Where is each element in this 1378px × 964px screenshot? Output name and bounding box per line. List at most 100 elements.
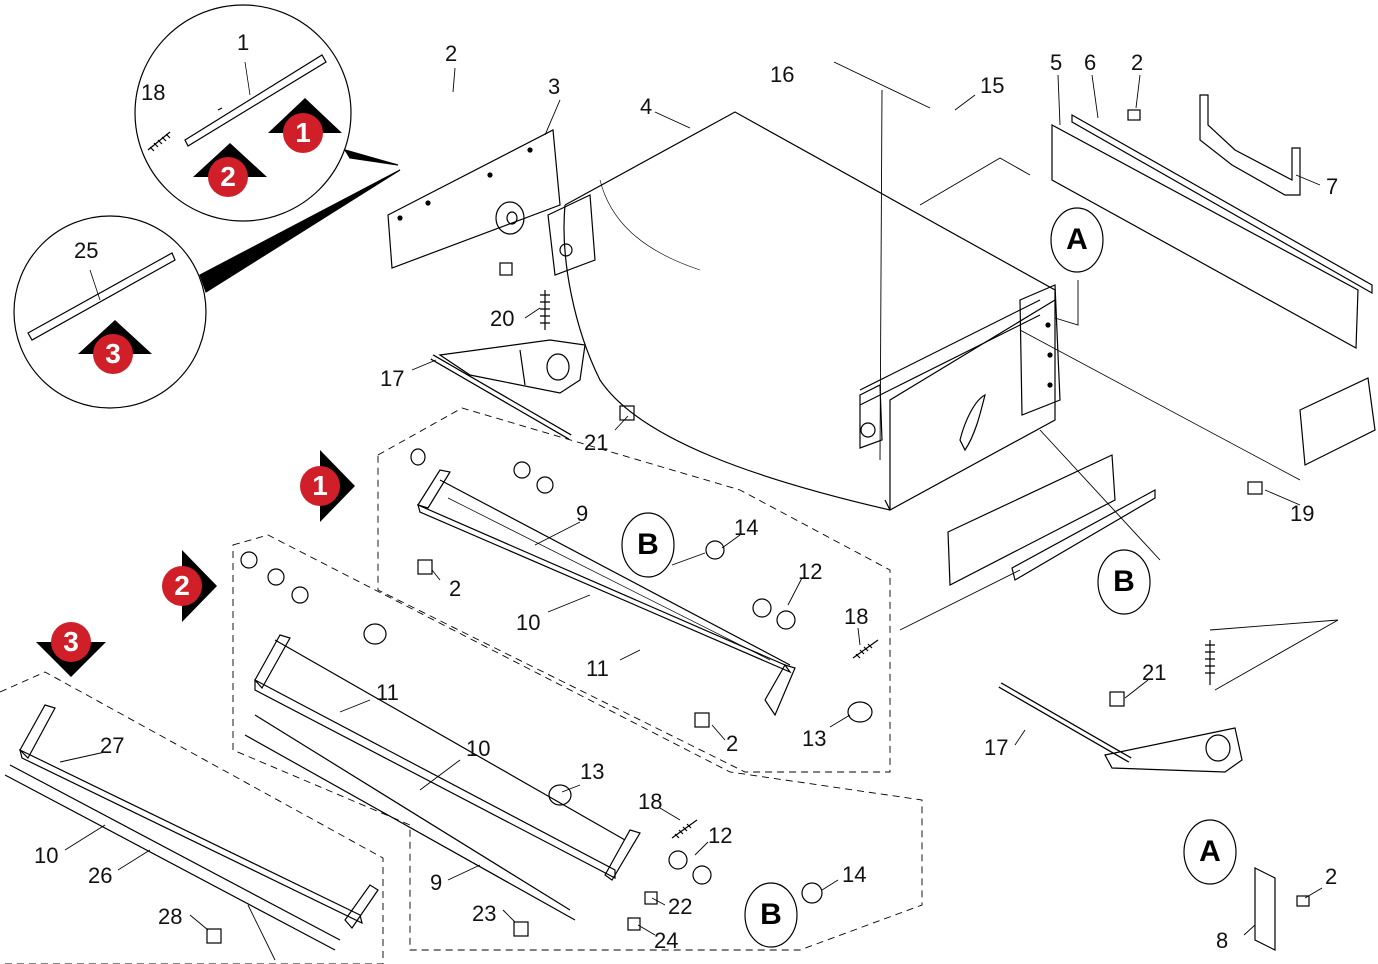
screw-2-group1 — [417, 559, 433, 575]
lever-assembly-lower — [998, 682, 1243, 773]
detail-letter-B-group2: B — [760, 898, 782, 931]
tray-right — [1299, 377, 1376, 466]
callout-2-top: 2 — [445, 41, 458, 66]
callout-15: 15 — [980, 73, 1005, 98]
callout-8: 8 — [1216, 928, 1229, 953]
callout-20: 20 — [490, 306, 515, 331]
lever-assembly-upper — [430, 339, 635, 440]
detail-circle-A-lower — [1183, 819, 1237, 885]
screw-19 — [1247, 481, 1263, 495]
bracket-part-7 — [1199, 94, 1301, 196]
callout-21-upper: 21 — [584, 430, 609, 455]
screw-left — [499, 262, 513, 276]
callout-14-group1: 14 — [734, 515, 759, 540]
callout-18-group1: 18 — [844, 604, 869, 629]
step-marker-1-right — [300, 450, 355, 522]
pointer-wedge-left — [199, 169, 401, 293]
detail-circle-B-group1 — [621, 512, 675, 578]
callout-18-group2: 18 — [638, 789, 663, 814]
screw-upper-right — [1127, 109, 1141, 121]
panel-part-5 — [1051, 123, 1359, 349]
wiper-assembly-3 — [4, 704, 379, 951]
detail-circle-B-group2 — [744, 882, 798, 948]
callout-2-group1b: 2 — [726, 731, 739, 756]
callout-10-group1: 10 — [516, 610, 541, 635]
detail-letter-A-lower: A — [1199, 835, 1221, 868]
spring-lower-right — [1205, 640, 1215, 685]
wiper-assembly-2 — [244, 634, 641, 921]
callout-9-group1: 9 — [576, 501, 589, 526]
step-marker-3-down — [36, 622, 106, 677]
step-marker-2-right — [162, 550, 217, 622]
callout-7: 7 — [1326, 174, 1339, 199]
step-marker-3-down-label: 3 — [63, 626, 79, 657]
spring-20 — [540, 290, 550, 330]
callout-17-lower: 17 — [984, 735, 1009, 760]
dashed-group-1 — [377, 407, 891, 773]
callout-18-detail: 18 — [141, 80, 166, 105]
bearing-left — [495, 201, 525, 235]
dashed-group-3 — [0, 671, 384, 964]
callout-10-group3: 10 — [34, 843, 59, 868]
callout-23: 23 — [472, 901, 497, 926]
step-marker-1-up-label: 1 — [295, 117, 311, 148]
callout-3: 3 — [548, 74, 561, 99]
step-marker-2-right-label: 2 — [174, 570, 190, 601]
step-marker-3-up — [78, 320, 152, 374]
callout-1: 1 — [237, 30, 250, 55]
callout-19: 19 — [1290, 501, 1315, 526]
step-marker-3-up-label: 3 — [105, 338, 121, 369]
callout-10-group2: 10 — [466, 736, 491, 761]
callout-6: 6 — [1084, 50, 1097, 75]
strip-part-1 — [184, 54, 327, 147]
callout-26: 26 — [88, 863, 113, 888]
strip-part-6 — [1071, 113, 1373, 295]
callout-24: 24 — [654, 928, 679, 953]
detail-circle-B-right — [1097, 549, 1151, 615]
detail-circle-A-upper — [1050, 207, 1104, 273]
callout-2-group1: 2 — [449, 576, 462, 601]
bracket-middle-right — [947, 454, 1116, 586]
leader-lines — [59, 61, 1339, 961]
wiper-assembly-1 — [417, 469, 796, 717]
callout-12-group1: 12 — [798, 559, 823, 584]
step-marker-2-up — [193, 143, 267, 197]
callout-14-group2: 14 — [842, 862, 867, 887]
screw-2-lower-right — [1296, 895, 1310, 907]
callout-5: 5 — [1050, 50, 1063, 75]
callout-17-upper: 17 — [380, 366, 405, 391]
callout-16: 16 — [770, 62, 795, 87]
callout-21-lower: 21 — [1142, 660, 1167, 685]
screw-28 — [206, 928, 222, 944]
detail-circle-left — [13, 215, 207, 409]
strip-middle-right — [1011, 488, 1156, 581]
callout-13-group2: 13 — [580, 759, 605, 784]
step-marker-1-up — [268, 98, 342, 153]
callout-28: 28 — [158, 904, 183, 929]
detail-letter-B-right: B — [1113, 565, 1135, 598]
callout-11-group2: 11 — [376, 680, 399, 705]
callout-27: 27 — [100, 733, 125, 758]
screw-2-group1b — [694, 712, 710, 728]
detail-letter-B-group1: B — [637, 528, 659, 561]
callout-11-group1: 11 — [586, 656, 609, 681]
callout-13-group1: 13 — [802, 726, 827, 751]
detail-circle-top — [134, 4, 352, 222]
detail-letter-A-upper: A — [1066, 223, 1088, 256]
callout-22: 22 — [668, 894, 693, 919]
callout-9-group2: 9 — [430, 870, 443, 895]
panel-part-3 — [387, 129, 561, 269]
step-marker-1-right-label: 1 — [312, 470, 328, 501]
callout-12-group2: 12 — [708, 823, 733, 848]
spring-18-group1 — [852, 639, 879, 659]
callout-2-lower-right: 2 — [1325, 864, 1338, 889]
strip-part-25 — [27, 252, 176, 341]
chassis-part-4 — [547, 111, 1061, 511]
step-marker-2-up-label: 2 — [220, 161, 236, 192]
pointer-wedge-top — [343, 148, 399, 166]
callout-2-upper-right: 2 — [1131, 50, 1144, 75]
bracket-part-8 — [1254, 867, 1276, 951]
callout-4: 4 — [640, 94, 653, 119]
